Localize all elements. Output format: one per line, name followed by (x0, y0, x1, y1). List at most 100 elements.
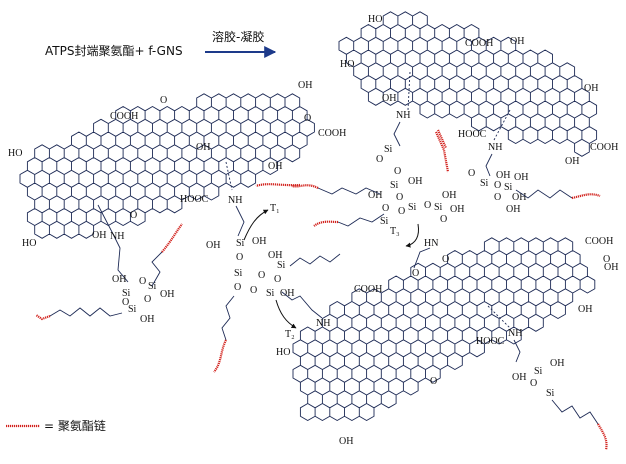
left-oh-1: OH (112, 274, 126, 285)
middle-o-2: O (258, 270, 265, 281)
top-sheet-cooh-1: COOH (465, 38, 493, 49)
center-o-7: O (440, 214, 447, 225)
br-oh-2: OH (512, 372, 526, 383)
middle-si-1: Si (236, 238, 245, 249)
condition-label: 溶胶-凝胶 (212, 29, 264, 44)
middle-t2: T₂ (285, 329, 295, 340)
bottom-sheet-cooh-2: COOH (354, 284, 382, 295)
bottom-right-siloxane-cluster: NH OH Si OH O Si (487, 305, 608, 451)
top-sheet-cooh-2: COOH (590, 142, 618, 153)
legend-label: = 聚氨酯链 (44, 418, 106, 433)
middle-t1: T₁ (270, 203, 280, 214)
br-o-1: O (530, 378, 537, 389)
left-si-3: Si (128, 304, 137, 315)
top-sheet-oh-2: OH (584, 83, 598, 94)
left-siloxane-cluster: NH Si O Si OH OH O O Si OH (35, 204, 183, 325)
legend: = 聚氨酯链 (6, 418, 106, 433)
br-si-2: Si (546, 388, 555, 399)
left-sheet-oh-2: OH (196, 142, 210, 153)
tr-o-2: O (494, 180, 501, 191)
graphene-sheet-top-right (338, 11, 598, 157)
br-oh-1: OH (550, 358, 564, 369)
top-sheet-oh-1: OH (510, 36, 524, 47)
middle-o-5: O (250, 285, 257, 296)
left-oh-2: OH (160, 289, 174, 300)
middle-o-1: O (236, 252, 243, 263)
center-si-1: Si (384, 144, 393, 155)
bottom-sheet-o-2: O (603, 254, 610, 265)
left-o-3: O (144, 294, 151, 305)
left-sheet-oh-1: OH (298, 80, 312, 91)
tr-oh-2: OH (514, 172, 528, 183)
center-oh-2: OH (368, 190, 382, 201)
tr-oh-1: OH (496, 170, 510, 181)
bottom-sheet-oh-3: OH (578, 304, 592, 315)
center-o-6: O (424, 200, 431, 211)
middle-oh-1: OH (206, 240, 220, 251)
top-sheet-oh-4: OH (565, 156, 579, 167)
br-si-1: Si (534, 366, 543, 377)
center-siloxane-cluster: NH Si O O OH Si OH O O Si Si O O Si OH O… (291, 71, 456, 269)
bottom-sheet-o-1: O (442, 254, 449, 265)
left-si-2: Si (148, 281, 157, 292)
center-si-3: Si (380, 216, 389, 227)
left-sheet-hooc: HOOC (180, 194, 209, 205)
middle-oh-4: OH (280, 288, 294, 299)
bottom-sheet-ho-1: HO (276, 347, 290, 358)
center-oh-3: OH (442, 190, 456, 201)
top-sheet-ho-2: HO (340, 59, 354, 70)
middle-siloxane-cluster: NH OH Si OH O OH Si Si O O O O Si OH T₁ … (206, 161, 341, 373)
reactants-label: ATPS封端聚氨酯+ f-GNS (45, 44, 183, 58)
top-sheet-hooc: HOOC (458, 129, 487, 140)
center-o-1: O (376, 154, 383, 165)
middle-o-4: O (234, 282, 241, 293)
tr-oh-4: OH (512, 192, 526, 203)
middle-si-3: Si (234, 268, 243, 279)
middle-si-2: Si (277, 260, 286, 271)
tr-si-2: Si (504, 182, 513, 193)
bottom-sheet-oh-2: OH (604, 262, 618, 273)
bottom-sheet-cooh-1: COOH (585, 236, 613, 247)
tr-nh: NH (488, 142, 502, 153)
bottom-sheet-o-4: O (430, 376, 437, 387)
center-nh: NH (396, 110, 410, 121)
left-o-2: O (122, 297, 129, 308)
left-sheet-cooh-2: COOH (318, 128, 346, 139)
center-o-2: O (394, 166, 401, 177)
center-o-4: O (382, 203, 389, 214)
left-sheet-o-right: O (304, 113, 311, 124)
top-sheet-oh-3: OH (382, 93, 396, 104)
left-si-1: Si (122, 288, 131, 299)
middle-nh-2: NH (316, 318, 330, 329)
center-hn: HN (424, 238, 438, 249)
middle-nh: NH (228, 195, 242, 206)
bottom-sheet-oh-4: OH (339, 436, 353, 447)
tr-oh-3: OH (450, 204, 464, 215)
left-sheet-oh-4: OH (92, 230, 106, 241)
tr-o-1: O (468, 168, 475, 179)
left-sheet-o-top: O (160, 95, 167, 106)
middle-si-4: Si (266, 288, 275, 299)
bottom-sheet-o-3: O (412, 268, 419, 279)
left-sheet-oh-3: OH (268, 161, 282, 172)
center-oh-1: OH (408, 176, 422, 187)
left-o-1: O (139, 276, 146, 287)
left-sheet-cooh-1: COOH (110, 111, 138, 122)
middle-o-3: O (274, 274, 281, 285)
center-o-3: O (396, 192, 403, 203)
center-si-4: Si (408, 202, 417, 213)
center-o-5: O (398, 206, 405, 217)
center-si-5: Si (434, 202, 443, 213)
left-sheet-ho-1: HO (8, 148, 22, 159)
top-right-siloxane-cluster: NH Si O O Si OH OH O OH OH (450, 109, 601, 215)
center-t3: T₃ (390, 226, 400, 237)
middle-oh-3: OH (268, 250, 282, 261)
br-nh: NH (508, 328, 522, 339)
bottom-sheet-oh-1: OH (506, 204, 520, 215)
polyurethane-chains (255, 129, 448, 188)
left-sheet-o-bottom: O (130, 210, 137, 221)
left-nh: NH (110, 231, 124, 242)
left-sheet-ho-2: HO (22, 238, 36, 249)
graphene-sheet-bottom-right (292, 237, 596, 422)
